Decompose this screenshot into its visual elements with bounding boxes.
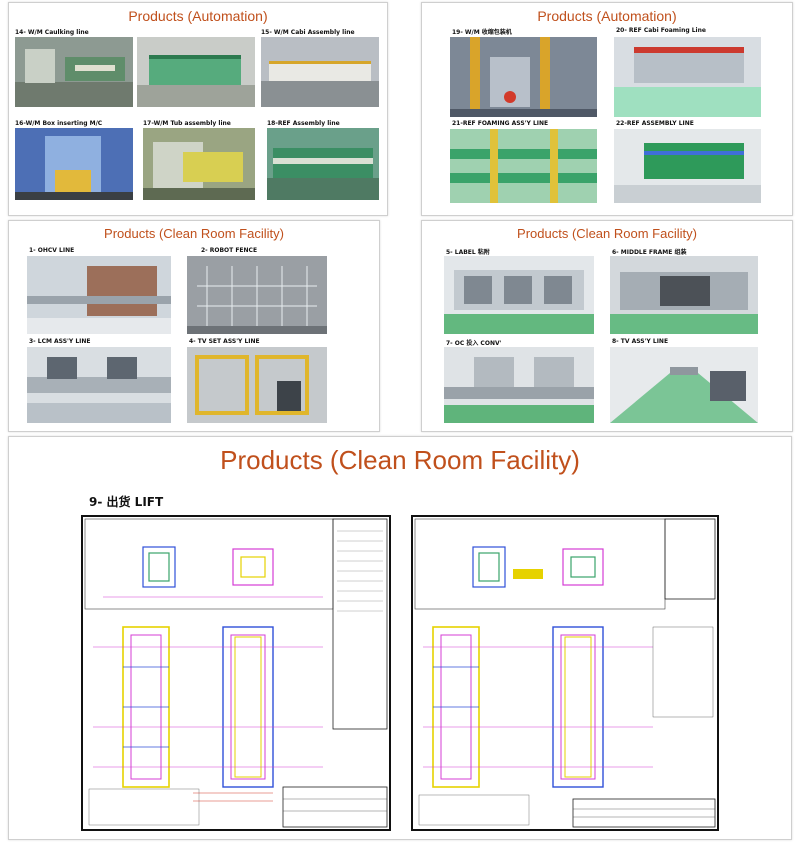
photo-caption: 6- MIDDLE FRAME 组装 <box>612 249 687 256</box>
photo-box-inserting <box>15 128 133 200</box>
photo-tv-assy-line <box>610 347 758 423</box>
lift-subtitle: 9- 出货 LIFT <box>89 495 164 509</box>
photo-caption: 18-REF Assembly line <box>267 120 340 127</box>
photo-caption: 1- OHCV LINE <box>29 247 75 254</box>
photo-middle-frame <box>610 256 758 334</box>
panel-automation-left: Products (Automation) 14- W/M Caulking l… <box>8 2 388 216</box>
photo-cabi-assembly-line <box>261 37 379 107</box>
photo-cabi-foaming <box>614 37 761 117</box>
photo-ref-assembly-line <box>614 129 761 203</box>
photo-foaming-assy <box>450 129 597 203</box>
cad-drawing-lift-install <box>411 515 719 831</box>
photo-caption: 7- OC 投入 CONV' <box>446 340 502 347</box>
photo-tv-set-assy <box>187 347 327 423</box>
photo-ref-assembly <box>267 128 379 200</box>
photo-robot-fence <box>187 256 327 334</box>
photo-caption: 20- REF Cabi Foaming Line <box>616 27 706 34</box>
photo-caption: 14- W/M Caulking line <box>15 29 89 36</box>
photo-caption: 15- W/M Cabi Assembly line <box>261 29 355 36</box>
panel-title: Products (Clean Room Facility) <box>517 226 697 241</box>
photo-caption: 3- LCM ASS'Y LINE <box>29 338 91 345</box>
photo-caulking-line <box>15 37 133 107</box>
panel-cleanroom-right: Products (Clean Room Facility) 5- LABEL … <box>421 220 793 432</box>
photo-caption: 2- ROBOT FENCE <box>201 247 258 254</box>
cad-drawing-lift-layout <box>81 515 391 831</box>
photo-caption: 19- W/M 收缩包装机 <box>452 29 512 36</box>
panel-title: Products (Automation) <box>537 8 677 24</box>
panel-cleanroom-bottom: Products (Clean Room Facility) 9- 出货 LIF… <box>8 436 792 840</box>
photo-shrink-wrap <box>450 37 597 117</box>
panel-title: Products (Clean Room Facility) <box>104 226 284 241</box>
photo-caption: 4- TV SET ASS'Y LINE <box>189 338 260 345</box>
photo-caption: 8- TV ASS'Y LINE <box>612 338 669 345</box>
panel-automation-right: Products (Automation) 19- W/M 收缩包装机 20- … <box>421 2 793 216</box>
photo-label-attach <box>444 256 594 334</box>
photo-ohcv-line <box>27 256 171 334</box>
photo-oc-conveyor <box>444 347 594 423</box>
panel-title: Products (Clean Room Facility) <box>220 445 580 475</box>
photo-caption: 17-W/M Tub assembly line <box>143 120 231 127</box>
photo-lcm-assy <box>27 347 171 423</box>
photo-cabi-assembly-hall <box>137 37 255 107</box>
photo-caption: 5- LABEL 粘附 <box>446 249 490 256</box>
panel-cleanroom-left: Products (Clean Room Facility) 1- OHCV L… <box>8 220 380 432</box>
photo-caption: 21-REF FOAMING ASS'Y LINE <box>452 120 549 127</box>
photo-caption: 16-W/M Box inserting M/C <box>15 120 103 127</box>
photo-caption: 22-REF ASSEMBLY LINE <box>616 120 694 127</box>
photo-tub-assembly <box>143 128 255 200</box>
panel-title: Products (Automation) <box>128 8 268 24</box>
